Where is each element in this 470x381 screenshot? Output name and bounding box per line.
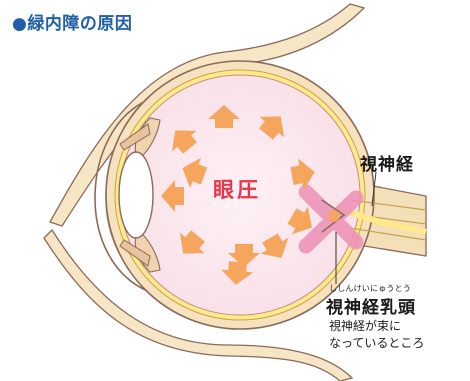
- optic-disc-cup: [328, 210, 340, 222]
- optic-papilla-note-line1: 視神経が束に: [329, 317, 401, 334]
- lens: [119, 152, 153, 238]
- optic-nerve-label: 視神経: [360, 150, 414, 175]
- optic-papilla-note-line2: なっているところ: [329, 334, 424, 351]
- diagram-title: ●緑内障の原因: [12, 9, 132, 34]
- intraocular-pressure-label: 眼圧: [213, 174, 261, 204]
- optic-papilla-label: 視神経乳頭: [326, 293, 416, 318]
